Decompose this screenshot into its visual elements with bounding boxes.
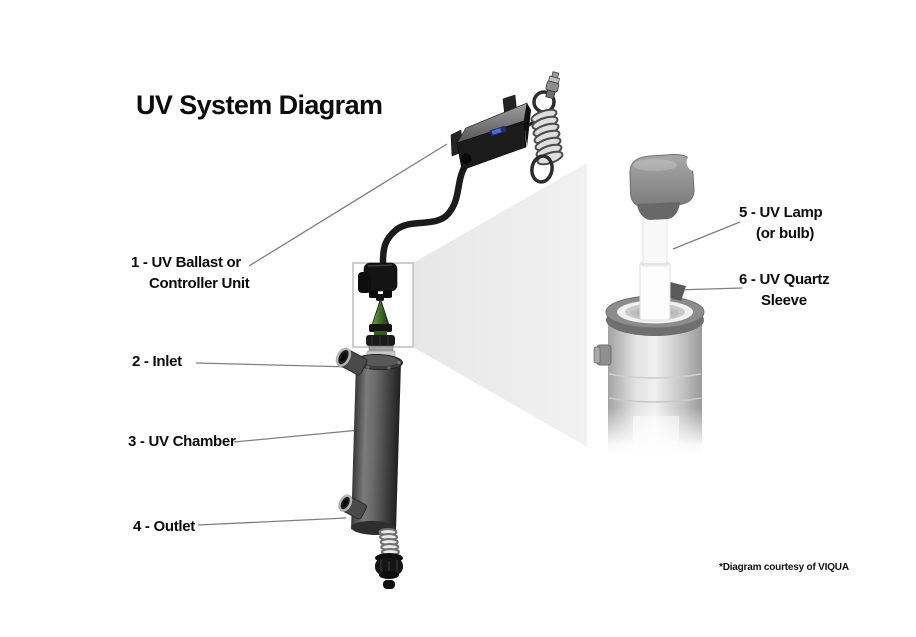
leader-lines — [195, 143, 743, 526]
callout-1-line1: 1 - UV Ballast or — [131, 254, 241, 271]
callout-4-line1: 4 - Outlet — [133, 518, 196, 535]
callout-5-line2: (or bulb) — [756, 225, 815, 242]
callout-1-line2: Controller Unit — [149, 275, 250, 292]
callout-6-line2: Sleeve — [761, 292, 807, 309]
enlarged-detail-view — [593, 152, 746, 462]
power-cable — [379, 159, 471, 266]
uv-lamp-cap-band — [637, 202, 680, 220]
callout-2-inlet: 2 - Inlet — [132, 351, 182, 372]
leader-line-4 — [197, 517, 347, 526]
leader-line-3 — [233, 429, 361, 443]
zoom-beam — [413, 163, 587, 447]
quartz-sleeve — [639, 261, 671, 321]
lamp-connector — [358, 262, 398, 298]
sleeve-clip — [670, 282, 686, 301]
coiled-power-cord — [523, 90, 564, 184]
outlet-port — [338, 494, 367, 520]
leader-line-5 — [672, 221, 741, 250]
callout-4-outlet: 4 - Outlet — [133, 516, 195, 537]
power-plug — [545, 71, 560, 100]
callout-6-line1: 6 - UV Quartz — [739, 271, 830, 288]
page-title: UV System Diagram — [136, 90, 383, 120]
callout-3-uv-chamber: 3 - UV Chamber — [128, 431, 236, 452]
ballast-cable-gland — [460, 153, 472, 165]
ballast-controller-unit — [450, 94, 531, 171]
ballast-led-display — [489, 125, 507, 137]
inlet-port — [335, 347, 368, 376]
leader-line-1 — [248, 143, 448, 267]
callout-5-line1: 5 - UV Lamp — [739, 204, 823, 221]
courtesy-note: *Diagram courtesy of VIQUA — [719, 562, 849, 573]
callout-1-uv-ballast: 1 - UV Ballast or Controller Unit — [131, 252, 250, 294]
uv-chamber — [351, 353, 403, 535]
drain-spring — [378, 528, 400, 556]
drain-cap — [375, 553, 403, 589]
callout-2-line1: 2 - Inlet — [132, 353, 182, 370]
leader-line-6 — [674, 287, 743, 291]
callout-3-line1: 3 - UV Chamber — [128, 433, 236, 450]
ballast-side-face — [524, 103, 531, 147]
callout-6-quartz-sleeve: 6 - UV Quartz Sleeve — [739, 269, 830, 311]
uv-lamp-tube — [642, 213, 668, 267]
callout-5-uv-lamp: 5 - UV Lamp (or bulb) — [739, 202, 823, 244]
leader-line-2 — [195, 362, 353, 368]
